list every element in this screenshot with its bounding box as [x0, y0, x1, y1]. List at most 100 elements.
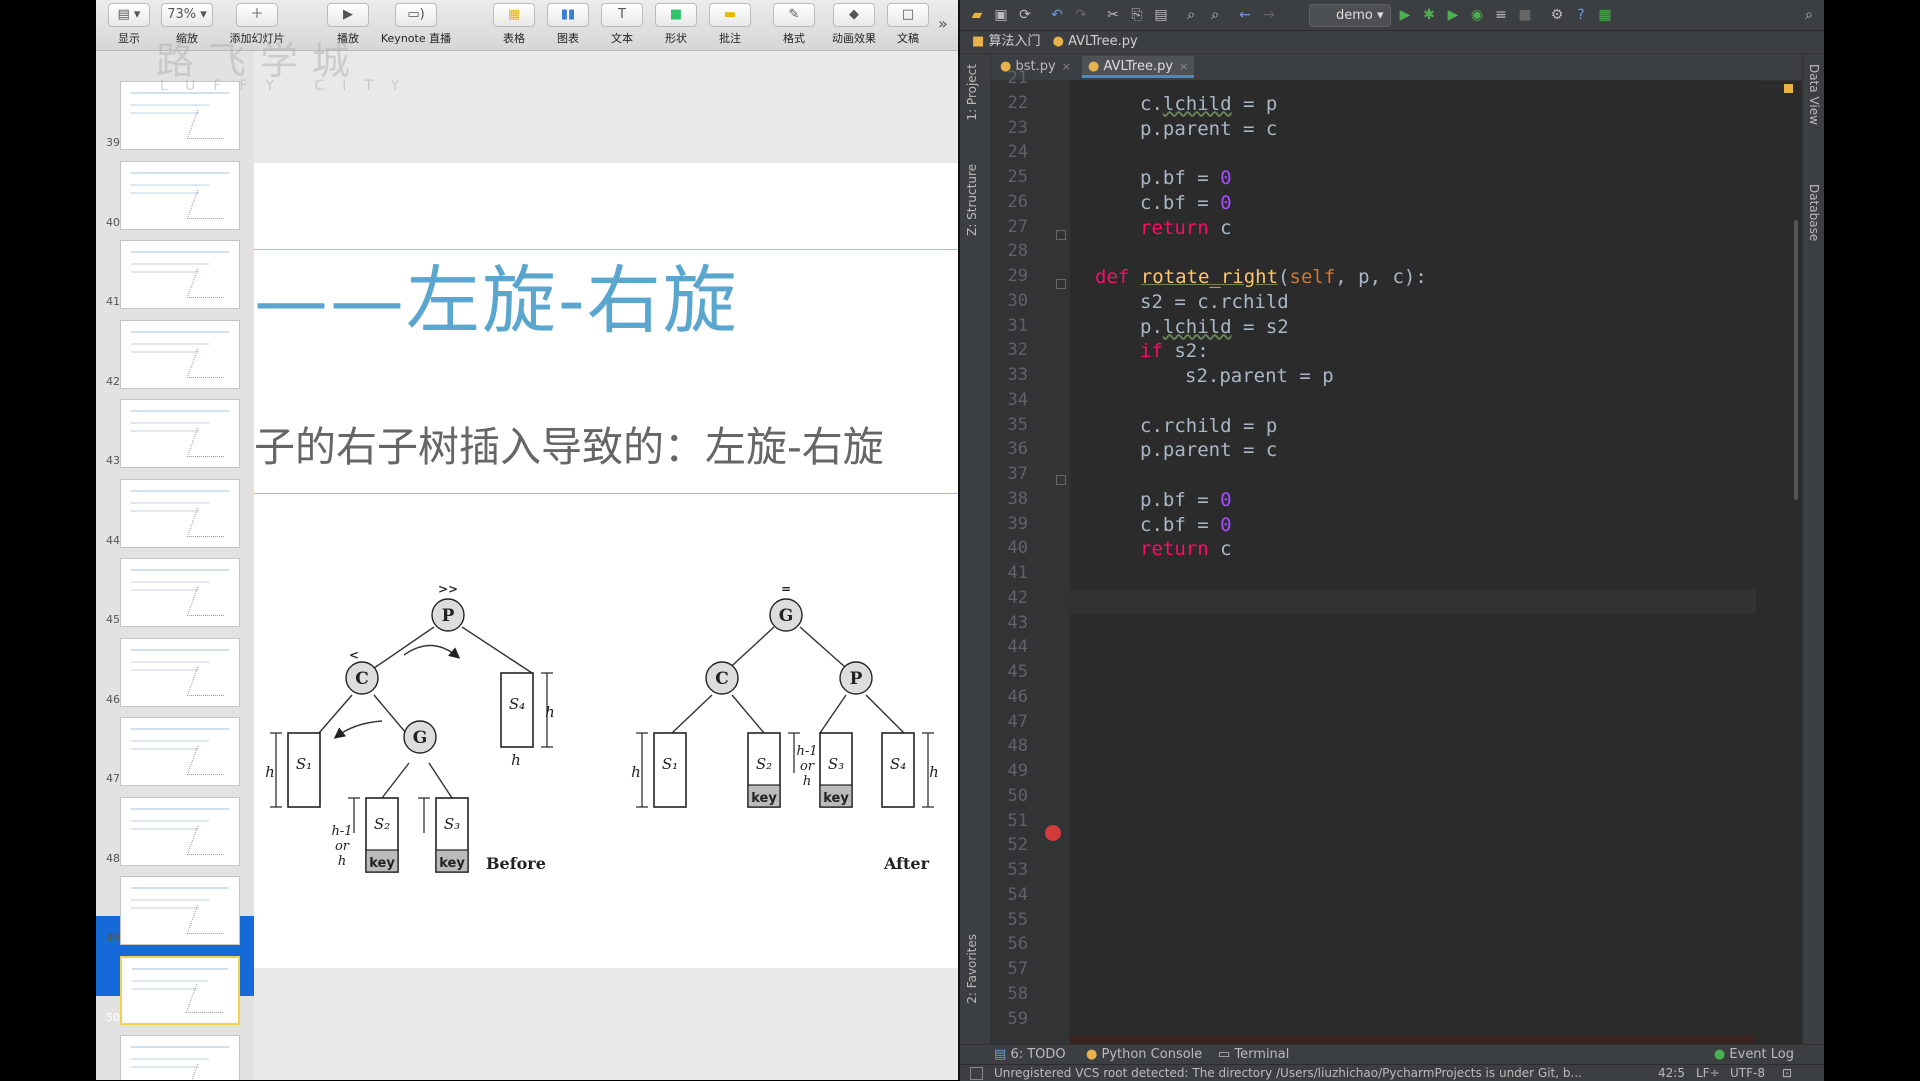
tool-terminal[interactable]: ▭ Terminal — [1218, 1047, 1290, 1062]
view-button[interactable]: ▤ ▾显示 — [106, 3, 152, 46]
cursor-position[interactable]: 42:5 — [1658, 1066, 1685, 1080]
back-icon[interactable]: ← — [1239, 7, 1251, 23]
undo-icon[interactable]: ↶ — [1051, 7, 1063, 23]
settings-icon[interactable]: ⚙ — [1550, 7, 1564, 23]
status-message[interactable]: Unregistered VCS root detected: The dire… — [994, 1066, 1584, 1080]
forward-icon[interactable]: → — [1263, 7, 1275, 23]
slide-thumbnail[interactable] — [120, 160, 240, 230]
line-separator[interactable]: LF÷ — [1696, 1066, 1720, 1080]
code-line: c.rchild = p — [1140, 414, 1278, 437]
slide-thumbnail[interactable] — [120, 478, 240, 548]
stop-icon[interactable]: ■ — [1518, 7, 1532, 23]
document-button[interactable]: □文稿 — [886, 3, 930, 46]
keynote-live-button[interactable]: ▭)Keynote 直播 — [380, 3, 452, 46]
tool-python-console[interactable]: ● Python Console — [1086, 1047, 1203, 1062]
scrollbar-thumb[interactable] — [1794, 220, 1798, 500]
animate-button[interactable]: ◆动画效果 — [824, 3, 884, 46]
toggle-tool-windows-icon[interactable] — [970, 1067, 983, 1080]
left-tool-strip: 1: Project Z: Structure 2: Favorites — [960, 54, 991, 1044]
tool-favorites[interactable]: 2: Favorites — [965, 934, 979, 1004]
label-s4-before: S₄ — [509, 695, 525, 713]
slide-thumbnail[interactable] — [120, 319, 240, 389]
line-number: 34 — [1007, 389, 1028, 410]
save-icon[interactable]: ▣ — [994, 7, 1008, 23]
tool-structure[interactable]: Z: Structure — [965, 164, 979, 236]
open-folder-icon[interactable]: ▰ — [971, 7, 983, 23]
node-c-after — [705, 661, 739, 695]
label-c-after: C — [715, 669, 729, 689]
lock-icon[interactable]: ⊡ — [1782, 1066, 1793, 1080]
breadcrumb-project[interactable]: 算法入门 — [988, 34, 1041, 49]
slide-thumbnail[interactable] — [120, 399, 240, 468]
copy-icon[interactable]: ⎘ — [1131, 7, 1143, 23]
comment-button[interactable]: ▬批注 — [708, 3, 752, 46]
file-encoding[interactable]: UTF-8 — [1730, 1066, 1765, 1080]
balance-g-after: = — [781, 582, 791, 596]
inspection-status-icon[interactable] — [1784, 84, 1793, 93]
tool-database[interactable]: Database — [1807, 184, 1821, 242]
ide-toolbar: ▰ ▣ ⟳ ↶ ↷ ✂ ⎘ ▤ ⌕ ⌕ ← → demo ▾ ▶ ✱ ▶ ◉ ≡… — [960, 0, 1824, 31]
tab-bst-py[interactable]: ● bst.py× — [1000, 59, 1071, 74]
code-line: s2 = c.rchild — [1140, 290, 1289, 313]
error-stripe[interactable] — [1780, 80, 1802, 1044]
paste-icon[interactable]: ▤ — [1154, 7, 1168, 23]
chart-button[interactable]: ▮▮图表 — [546, 3, 590, 46]
after-label: After — [883, 854, 930, 873]
profile-icon[interactable]: ◉ — [1470, 7, 1484, 23]
tool-data-view[interactable]: Data View — [1807, 64, 1821, 125]
slide[interactable]: ——左旋-右旋 子的右子树插入导致的：左旋-右旋 — [254, 163, 958, 968]
key-label-2: key — [439, 856, 465, 871]
title-top-rule — [254, 249, 958, 250]
tool-todo[interactable]: ▤ 6: TODO — [994, 1047, 1066, 1062]
slide-thumbnail[interactable] — [120, 796, 240, 866]
run-config-dropdown[interactable]: demo ▾ — [1309, 4, 1391, 27]
tab-avltree-py[interactable]: ● AVLTree.py× — [1082, 56, 1195, 78]
concurrency-icon[interactable]: ≡ — [1495, 7, 1507, 23]
sync-icon[interactable]: ⟳ — [1019, 7, 1031, 23]
search-everywhere-icon[interactable]: ⌕ — [1805, 7, 1813, 23]
slide-subtitle: 子的右子树插入导致的：左旋-右旋 — [254, 423, 884, 471]
replace-icon[interactable]: ⌕ — [1211, 7, 1219, 23]
table-button[interactable]: ▦表格 — [492, 3, 536, 46]
play-button[interactable]: ▶播放 — [326, 3, 370, 46]
format-button[interactable]: ✎格式 — [772, 3, 816, 46]
slide-thumbnail[interactable] — [120, 81, 240, 150]
slide-thumbnail[interactable] — [120, 558, 240, 627]
cut-icon[interactable]: ✂ — [1107, 7, 1119, 23]
slide-thumbnail[interactable] — [120, 1035, 240, 1080]
redo-icon[interactable]: ↷ — [1075, 7, 1087, 23]
breakpoint-icon[interactable] — [1045, 825, 1061, 841]
add-slide-button[interactable]: ＋添加幻灯片 — [222, 3, 292, 46]
shape-button[interactable]: ■形状 — [654, 3, 698, 46]
help-icon[interactable]: ? — [1577, 7, 1585, 23]
toolbar-overflow-icon[interactable]: » — [938, 14, 948, 33]
code-line: p.parent = c — [1140, 439, 1278, 462]
vcs-icon[interactable]: ▦ — [1598, 7, 1612, 23]
find-icon[interactable]: ⌕ — [1187, 7, 1195, 23]
zoom-button[interactable]: 73% ▾缩放 — [160, 3, 214, 46]
run-coverage-icon[interactable]: ▶ — [1447, 7, 1459, 23]
tool-project[interactable]: 1: Project — [965, 64, 979, 121]
fold-marker-icon[interactable] — [1056, 475, 1066, 485]
avl-rotation-diagram: P C G G C P S₁ S₂ S₃ S₄ S₁ S₂ S₃ S₄ h h … — [265, 582, 939, 873]
run-icon[interactable]: ▶ — [1399, 7, 1411, 23]
close-icon[interactable]: × — [1061, 60, 1071, 73]
debug-icon[interactable]: ✱ — [1423, 7, 1435, 23]
label-s4-after: S₄ — [890, 755, 906, 773]
tool-event-log[interactable]: ● Event Log — [1713, 1047, 1794, 1062]
slide-thumbnail[interactable] — [120, 955, 240, 1025]
label-s3-after: S₃ — [828, 755, 844, 773]
fold-marker-icon[interactable] — [1056, 230, 1066, 240]
close-icon[interactable]: × — [1179, 60, 1189, 73]
slide-thumbnail[interactable] — [120, 717, 240, 786]
breadcrumb-file[interactable]: AVLTree.py — [1068, 34, 1138, 49]
slide-thumbnail[interactable] — [120, 876, 240, 945]
fold-marker-icon[interactable] — [1056, 279, 1066, 289]
slide-thumbnail[interactable] — [120, 637, 240, 707]
event-log-icon: ● — [1713, 1047, 1726, 1062]
slide-thumbnail[interactable] — [120, 240, 240, 309]
